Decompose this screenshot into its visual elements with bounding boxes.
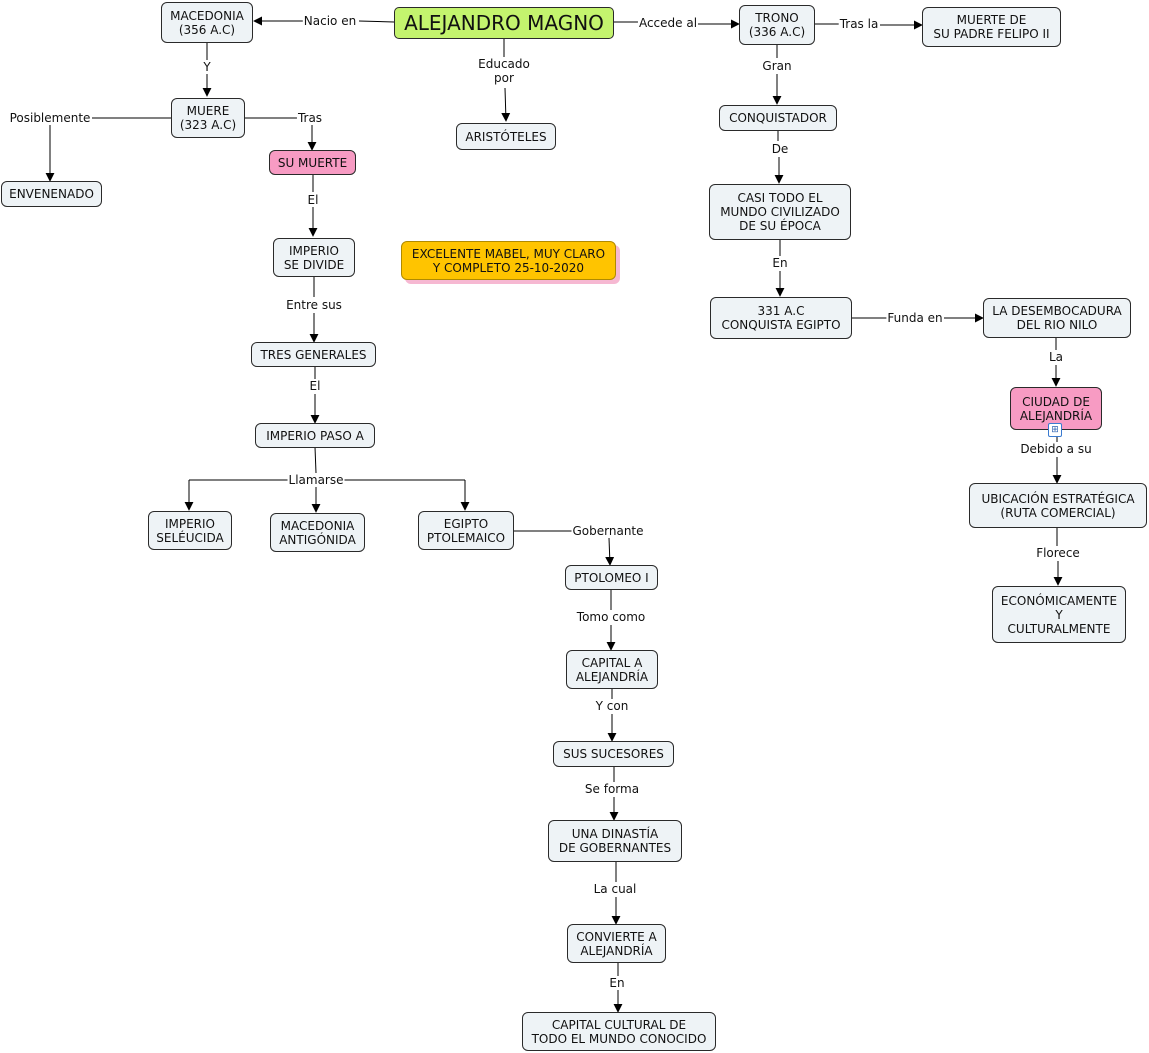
- link-label-en: En: [608, 976, 626, 990]
- node-sus-sucesores[interactable]: SUS SUCESORES: [553, 741, 674, 767]
- link-label-tras-la: Tras la: [838, 17, 880, 31]
- node-imperio-seleucida[interactable]: IMPERIO SELÉUCIDA: [148, 511, 232, 550]
- link-label-la: La: [1047, 350, 1065, 364]
- link-label-accede-al: Accede al: [637, 16, 699, 30]
- link-label-nacio-en: Nacio en: [302, 14, 358, 28]
- node-conquista-egipto[interactable]: 331 A.C CONQUISTA EGIPTO: [710, 297, 852, 339]
- node-trono[interactable]: TRONO (336 A.C): [739, 5, 815, 45]
- link-label-llamarse: Llamarse: [287, 473, 345, 487]
- node-muerte-de-su-padre[interactable]: MUERTE DE SU PADRE FELIPO II: [922, 7, 1061, 47]
- link-label-el: El: [308, 379, 322, 393]
- node-envenenado[interactable]: ENVENENADO: [1, 181, 102, 207]
- node-tres-generales[interactable]: TRES GENERALES: [251, 342, 376, 367]
- link-label-funda-en: Funda en: [886, 311, 944, 325]
- link-label-gran: Gran: [761, 59, 793, 73]
- node-ptolomeo-i[interactable]: PTOLOMEO I: [565, 565, 658, 590]
- node-una-dinastia[interactable]: UNA DINASTÍA DE GOBERNANTES: [548, 820, 682, 862]
- hierarchy-icon[interactable]: ⊞: [1048, 423, 1062, 437]
- node-desembocadura-nilo[interactable]: LA DESEMBOCADURA DEL RIO NILO: [983, 298, 1131, 338]
- node-capital-cultural[interactable]: CAPITAL CULTURAL DE TODO EL MUNDO CONOCI…: [522, 1012, 716, 1051]
- link-label-de: De: [770, 142, 790, 156]
- node-su-muerte[interactable]: SU MUERTE: [269, 150, 356, 175]
- link-label-la-cual: La cual: [592, 882, 638, 896]
- link-label-tomo-como: Tomo como: [575, 610, 647, 624]
- link-label-florece: Florece: [1035, 546, 1081, 560]
- link-label-en: En: [771, 256, 789, 270]
- node-aristoteles[interactable]: ARISTÓTELES: [456, 123, 556, 150]
- note-comment[interactable]: EXCELENTE MABEL, MUY CLARO Y COMPLETO 25…: [401, 241, 616, 280]
- node-economicamente-culturalmente[interactable]: ECONÓMICAMENTE Y CULTURALMENTE: [992, 586, 1126, 643]
- link-label-se-forma: Se forma: [583, 782, 641, 796]
- node-macedonia[interactable]: MACEDONIA (356 A.C): [161, 2, 253, 43]
- link-label-y-con: Y con: [594, 699, 630, 713]
- link-label-posiblemente: Posiblemente: [8, 111, 92, 125]
- node-macedonia-antigonida[interactable]: MACEDONIA ANTIGÓNIDA: [270, 513, 365, 552]
- node-casi-todo-el-mundo[interactable]: CASI TODO EL MUNDO CIVILIZADO DE SU ÉPOC…: [709, 184, 851, 240]
- node-imperio-paso-a[interactable]: IMPERIO PASO A: [255, 423, 375, 448]
- link-label-gobernante: Gobernante: [571, 524, 645, 538]
- node-muere[interactable]: MUERE (323 A.C): [171, 98, 245, 138]
- link-label-tras: Tras: [296, 111, 324, 125]
- link-label-y: Y: [202, 60, 212, 74]
- node-alejandro-magno[interactable]: ALEJANDRO MAGNO: [394, 7, 614, 39]
- node-convierte-a-alejandria[interactable]: CONVIERTE A ALEJANDRÍA: [567, 924, 666, 963]
- node-egipto-ptolemaico[interactable]: EGIPTO PTOLEMAICO: [418, 511, 514, 550]
- node-capital-a-alejandria[interactable]: CAPITAL A ALEJANDRÍA: [566, 650, 658, 689]
- link-label-entre-sus: Entre sus: [285, 298, 343, 312]
- node-imperio-se-divide[interactable]: IMPERIO SE DIVIDE: [273, 238, 355, 277]
- node-ubicacion-estrategica[interactable]: UBICACIÓN ESTRATÉGICA (RUTA COMERCIAL): [969, 483, 1147, 528]
- node-ciudad-de-alejandria[interactable]: CIUDAD DE ALEJANDRÍA: [1010, 387, 1102, 430]
- link-label-el: El: [306, 193, 320, 207]
- node-conquistador[interactable]: CONQUISTADOR: [719, 105, 837, 131]
- link-label-educado-por: Educado por: [477, 57, 531, 85]
- link-label-debido-a-su: Debido a su: [1019, 442, 1093, 456]
